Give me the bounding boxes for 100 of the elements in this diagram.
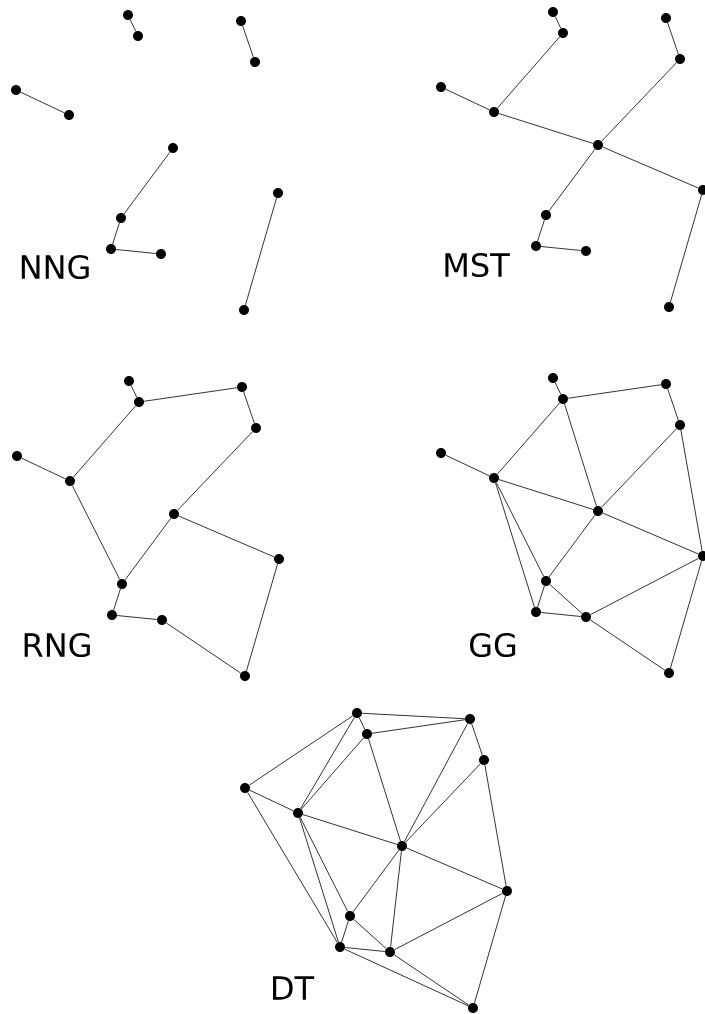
graph-vertex	[581, 246, 591, 256]
graph-edge	[143, 387, 238, 402]
graph-edge	[590, 558, 699, 615]
graph-vertex	[117, 579, 127, 589]
graph-edge	[177, 431, 253, 511]
graph-edge	[393, 954, 470, 1006]
graph-vertex	[345, 911, 355, 921]
graph-edge	[554, 382, 562, 395]
graph-vertex	[664, 668, 674, 678]
graph-edge	[299, 817, 349, 912]
graph-edge	[567, 384, 662, 399]
graph-edge	[601, 62, 677, 142]
graph-vertex	[465, 714, 475, 724]
graph-vertex	[502, 886, 512, 896]
panel-label: GG	[470, 632, 516, 658]
graph-edge	[564, 403, 597, 507]
graph-vertex	[251, 423, 261, 433]
graph-edge	[243, 391, 255, 424]
graph-edge	[113, 588, 121, 611]
graph-vertex	[156, 249, 166, 259]
graph-vertex	[531, 607, 541, 617]
graph-edge	[116, 615, 158, 620]
graph-edge	[495, 482, 545, 577]
graph-edge	[471, 723, 483, 756]
graph-edge	[390, 850, 402, 948]
graph-edge	[73, 405, 136, 478]
graph-vertex	[548, 7, 558, 17]
graph-edge	[248, 715, 354, 786]
graph-vertex	[436, 448, 446, 458]
graph-vertex	[479, 755, 489, 765]
graph-vertex	[116, 213, 126, 223]
graph-edge	[71, 485, 121, 580]
graph-edge	[124, 517, 172, 581]
graph-edge	[540, 246, 582, 251]
graph-vertex	[362, 729, 372, 739]
graph-edge	[404, 723, 468, 842]
graph-vertex	[675, 420, 685, 430]
graph-vertex	[593, 506, 603, 516]
graph-vertex	[133, 31, 143, 41]
graph-vertex	[64, 110, 74, 120]
graph-vertex	[123, 10, 133, 20]
graph-edge	[368, 738, 401, 842]
graph-vertex	[541, 576, 551, 586]
graph-vertex	[157, 615, 167, 625]
graph-edge	[123, 151, 171, 215]
graph-edge	[406, 847, 503, 890]
graph-vertex	[397, 841, 407, 851]
graph-vertex	[65, 476, 75, 486]
graph-edge	[21, 457, 66, 480]
graph-edge	[178, 515, 275, 558]
graph-vertex	[134, 397, 144, 407]
graph-edge	[667, 388, 679, 421]
graph-vertex	[169, 509, 179, 519]
graph-edge	[341, 920, 349, 943]
graph-edge	[302, 814, 398, 845]
graph-edge	[165, 622, 242, 674]
graph-edge	[474, 895, 506, 1004]
graph-edge	[445, 454, 490, 477]
graph-vertex	[335, 942, 345, 952]
graph-vertex	[237, 382, 247, 392]
graph-vertex	[664, 302, 674, 312]
graph-vertex	[124, 376, 134, 386]
graph-edge	[394, 893, 503, 950]
graph-edge	[602, 512, 699, 555]
graph-edge	[498, 113, 594, 144]
graph-edge	[130, 385, 138, 398]
graph-edge	[497, 402, 560, 475]
graph-edge	[20, 91, 65, 114]
graph-vertex	[273, 188, 283, 198]
graph-edge	[537, 219, 545, 242]
graph-vertex	[468, 1003, 478, 1013]
graph-edge	[115, 249, 157, 254]
graph-vertex	[352, 708, 362, 718]
graph-edge	[344, 947, 386, 952]
graph-edge	[246, 563, 278, 672]
graph-vertex	[698, 185, 705, 195]
graph-edge	[247, 792, 338, 943]
graph-edge	[548, 148, 596, 212]
graph-vertex	[12, 451, 22, 461]
graph-vertex	[106, 244, 116, 254]
graph-vertex	[250, 57, 260, 67]
graph-vertex	[240, 783, 250, 793]
graph-vertex	[274, 554, 284, 564]
graph-edge	[537, 585, 545, 608]
graph-edge	[495, 482, 535, 608]
graph-edge	[602, 146, 699, 189]
graph-edge	[353, 919, 387, 949]
graph-vertex	[558, 394, 568, 404]
graph-vertex	[698, 551, 705, 561]
panel-label: DT	[273, 976, 315, 1000]
graph-edge	[245, 197, 277, 306]
graph-vertex	[107, 610, 117, 620]
graph-edge	[680, 429, 703, 552]
graph-vertex	[385, 947, 395, 957]
graph-edge	[249, 789, 294, 812]
graph-edge	[445, 88, 490, 111]
graph-vertex	[661, 379, 671, 389]
graph-edge	[670, 194, 702, 303]
graph-edge	[112, 222, 120, 245]
graph-vertex	[558, 28, 568, 38]
